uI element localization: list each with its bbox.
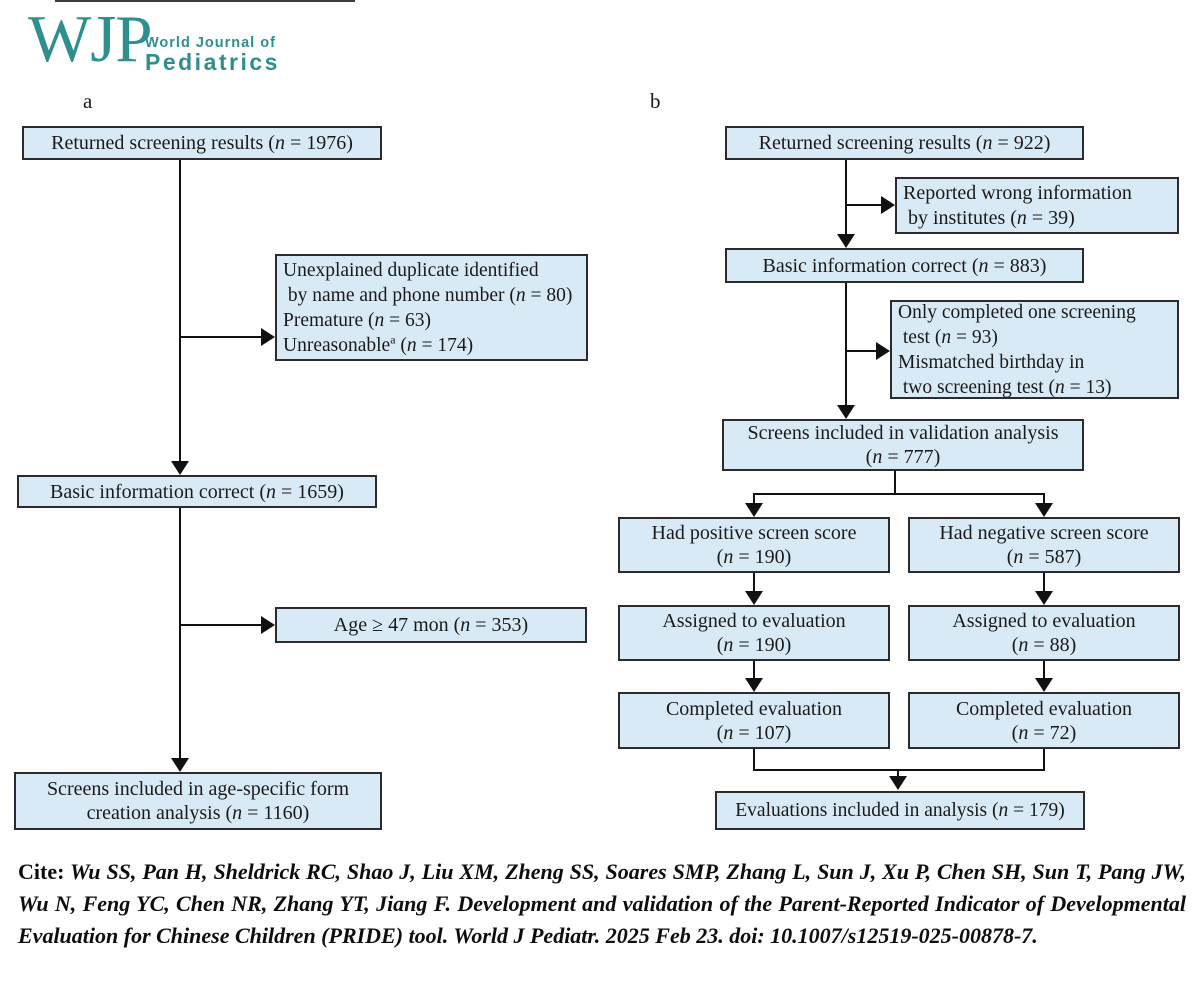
wjp-logo: WJP World Journal of Pediatrics [28,2,277,76]
connector-b-split-left-arrowhead [745,503,763,517]
panel-b-wrong-info-box: Reported wrong information by institutes… [895,177,1179,234]
panel-b-assigned-negative-text: Assigned to evaluation(n = 88) [952,610,1136,656]
connector-b-positive-to-assigned-arrowhead [745,591,763,605]
panel-a-basic-info-box: Basic information correct (n = 1659) [17,475,377,508]
connector-b-assigned-to-completed-right-arrowhead [1035,678,1053,692]
wjp-logo-tagline: World Journal of Pediatrics [145,36,280,74]
connector-b-screening-exclusions-branch-line [846,350,879,352]
wjp-logo-acronym: WJP [28,2,153,76]
connector-a-exclusions-branch-arrowhead [261,328,275,346]
connector-b-validation-stem-line [894,470,896,495]
panel-b-returned-screening-text: Returned screening results (n = 922) [758,132,1051,154]
panel-a-age-exclusion-box: Age ≥ 47 mon (n = 353) [275,607,587,643]
connector-b-basic-to-validation-line [845,283,847,407]
panel-b-assigned-positive-text: Assigned to evaluation(n = 190) [662,610,846,656]
connector-b-merge-left-stub [753,749,755,771]
citation-label: Cite: [18,859,65,884]
panel-b-negative-score-box: Had negative screen score(n = 587) [908,517,1180,573]
panel-b-assigned-positive-box: Assigned to evaluation(n = 190) [618,605,890,661]
connector-b-assigned-to-completed-left-arrowhead [745,678,763,692]
panel-a-exclusions-box: Unexplained duplicate identified by name… [275,254,588,361]
panel-b-screening-exclusions-text: Only completed one screening test (n = 9… [898,301,1136,398]
panel-b-positive-score-box: Had positive screen score(n = 190) [618,517,890,573]
connector-b-negative-to-assigned-arrowhead [1035,591,1053,605]
connector-b-basic-to-validation-arrowhead [837,405,855,419]
connector-b-returned-to-basic-arrowhead [837,234,855,248]
connector-b-split-bar [753,493,1045,495]
panel-a-returned-screening-text: Returned screening results (n = 1976) [51,132,353,154]
panel-b-positive-score-text: Had positive screen score(n = 190) [651,522,857,568]
panel-b-returned-screening-box: Returned screening results (n = 922) [725,126,1084,160]
panel-a-age-exclusion-text: Age ≥ 47 mon (n = 353) [333,614,529,636]
panel-b-completed-negative-box: Completed evaluation(n = 72) [908,692,1180,749]
citation-text: Wu SS, Pan H, Sheldrick RC, Shao J, Liu … [18,859,1187,948]
connector-a-basic-to-final-arrowhead [171,758,189,772]
connector-b-merge-drop-line [897,769,899,778]
panel-b-completed-positive-box: Completed evaluation(n = 107) [618,692,890,749]
connector-b-assigned-to-completed-left-line [753,661,755,680]
panel-a-returned-screening-box: Returned screening results (n = 1976) [22,126,382,160]
logo-tagline-line1: World Journal of [145,35,276,51]
panel-b-negative-score-text: Had negative screen score(n = 587) [939,522,1149,568]
panel-a-basic-info-text: Basic information correct (n = 1659) [50,480,344,503]
connector-b-merge-bar [753,769,1045,771]
connector-b-wrong-info-branch-line [846,204,884,206]
connector-b-split-right-arrowhead [1035,503,1053,517]
connector-a-returned-to-basic-line [179,160,181,462]
connector-b-positive-to-assigned-line [753,573,755,593]
panel-b-validation-analysis-text: Screens included in validation analysis(… [747,422,1059,468]
panel-b-final-analysis-text: Evaluations included in analysis (n = 17… [735,799,1065,821]
connector-b-screening-exclusions-branch-arrowhead [876,342,890,360]
panel-a-label: a [83,89,93,113]
logo-tagline-line2: Pediatrics [145,49,280,75]
connector-b-wrong-info-branch-arrowhead [881,196,895,214]
connector-b-negative-to-assigned-line [1043,573,1045,593]
connector-b-split-right-drop-line [1043,493,1045,505]
connector-a-age-branch-arrowhead [261,616,275,634]
cropped-edge-artifact [55,0,355,2]
connector-a-age-branch-line [180,624,264,626]
connector-b-merge-right-stub [1043,749,1045,771]
panel-a-exclusions-text: Unexplained duplicate identified by name… [283,259,573,356]
panel-b-label: b [650,89,661,113]
connector-b-returned-to-basic-line [845,160,847,236]
panel-b-completed-positive-text: Completed evaluation(n = 107) [665,697,843,744]
panel-b-completed-negative-text: Completed evaluation(n = 72) [955,697,1133,744]
panel-b-wrong-info-text: Reported wrong information by institutes… [903,181,1132,229]
connector-a-returned-to-basic-arrowhead [171,461,189,475]
panel-b-validation-analysis-box: Screens included in validation analysis(… [722,419,1084,471]
connector-b-split-left-drop-line [753,493,755,505]
citation: Cite: Wu SS, Pan H, Sheldrick RC, Shao J… [18,856,1186,952]
panel-b-screening-exclusions-box: Only completed one screening test (n = 9… [890,300,1179,399]
connector-b-assigned-to-completed-right-line [1043,661,1045,680]
connector-a-exclusions-branch-line [180,336,264,338]
connector-b-merge-arrowhead [889,776,907,790]
panel-b-final-analysis-box: Evaluations included in analysis (n = 17… [715,791,1085,830]
panel-b-basic-info-text: Basic information correct (n = 883) [762,254,1047,277]
panel-b-assigned-negative-box: Assigned to evaluation(n = 88) [908,605,1180,661]
panel-b-basic-info-box: Basic information correct (n = 883) [725,248,1084,283]
connector-a-basic-to-final-line [179,508,181,760]
